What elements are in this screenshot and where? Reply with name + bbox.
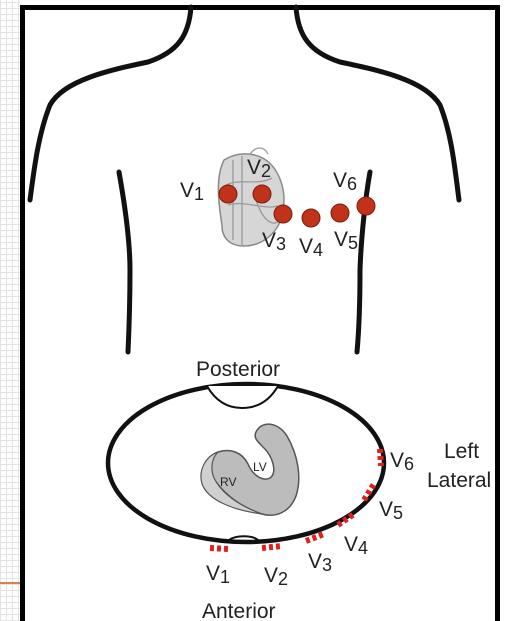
lead-dash-v2	[262, 546, 282, 548]
left-lateral-label-line2: Lateral	[427, 469, 491, 492]
rv-label: RV	[220, 475, 236, 489]
electrode-v5	[331, 204, 349, 222]
chest-label-v1: V1	[180, 179, 204, 204]
xs-label-v6: V6	[390, 449, 414, 474]
lead-dash-v1	[210, 548, 228, 549]
anterior-label: Anterior	[202, 600, 276, 621]
electrode-v2	[253, 185, 271, 203]
chest-cross-section: RV LV Posterior Anterior Left Lateral V1…	[108, 358, 491, 621]
chest-label-v5: V5	[334, 228, 358, 253]
xs-label-v2: V2	[264, 564, 288, 589]
electrode-v3	[274, 205, 292, 223]
xs-label-v5: V5	[379, 498, 403, 523]
electrode-v1	[219, 185, 237, 203]
xs-label-v4: V4	[344, 533, 368, 558]
chest-label-v3: V3	[262, 229, 286, 254]
left-lateral-label-line1: Left	[444, 440, 479, 463]
chest-label-v4: V4	[299, 235, 323, 260]
electrode-v6	[357, 197, 375, 215]
posterior-label: Posterior	[196, 358, 280, 381]
chest-label-v6: V6	[333, 169, 357, 194]
lead-dash-v6	[380, 449, 381, 466]
xs-label-v1: V1	[206, 562, 230, 587]
xs-label-v3: V3	[308, 550, 332, 575]
lv-label: LV	[253, 460, 267, 474]
electrode-v4	[302, 209, 320, 227]
chest-label-v2: V2	[247, 156, 271, 181]
